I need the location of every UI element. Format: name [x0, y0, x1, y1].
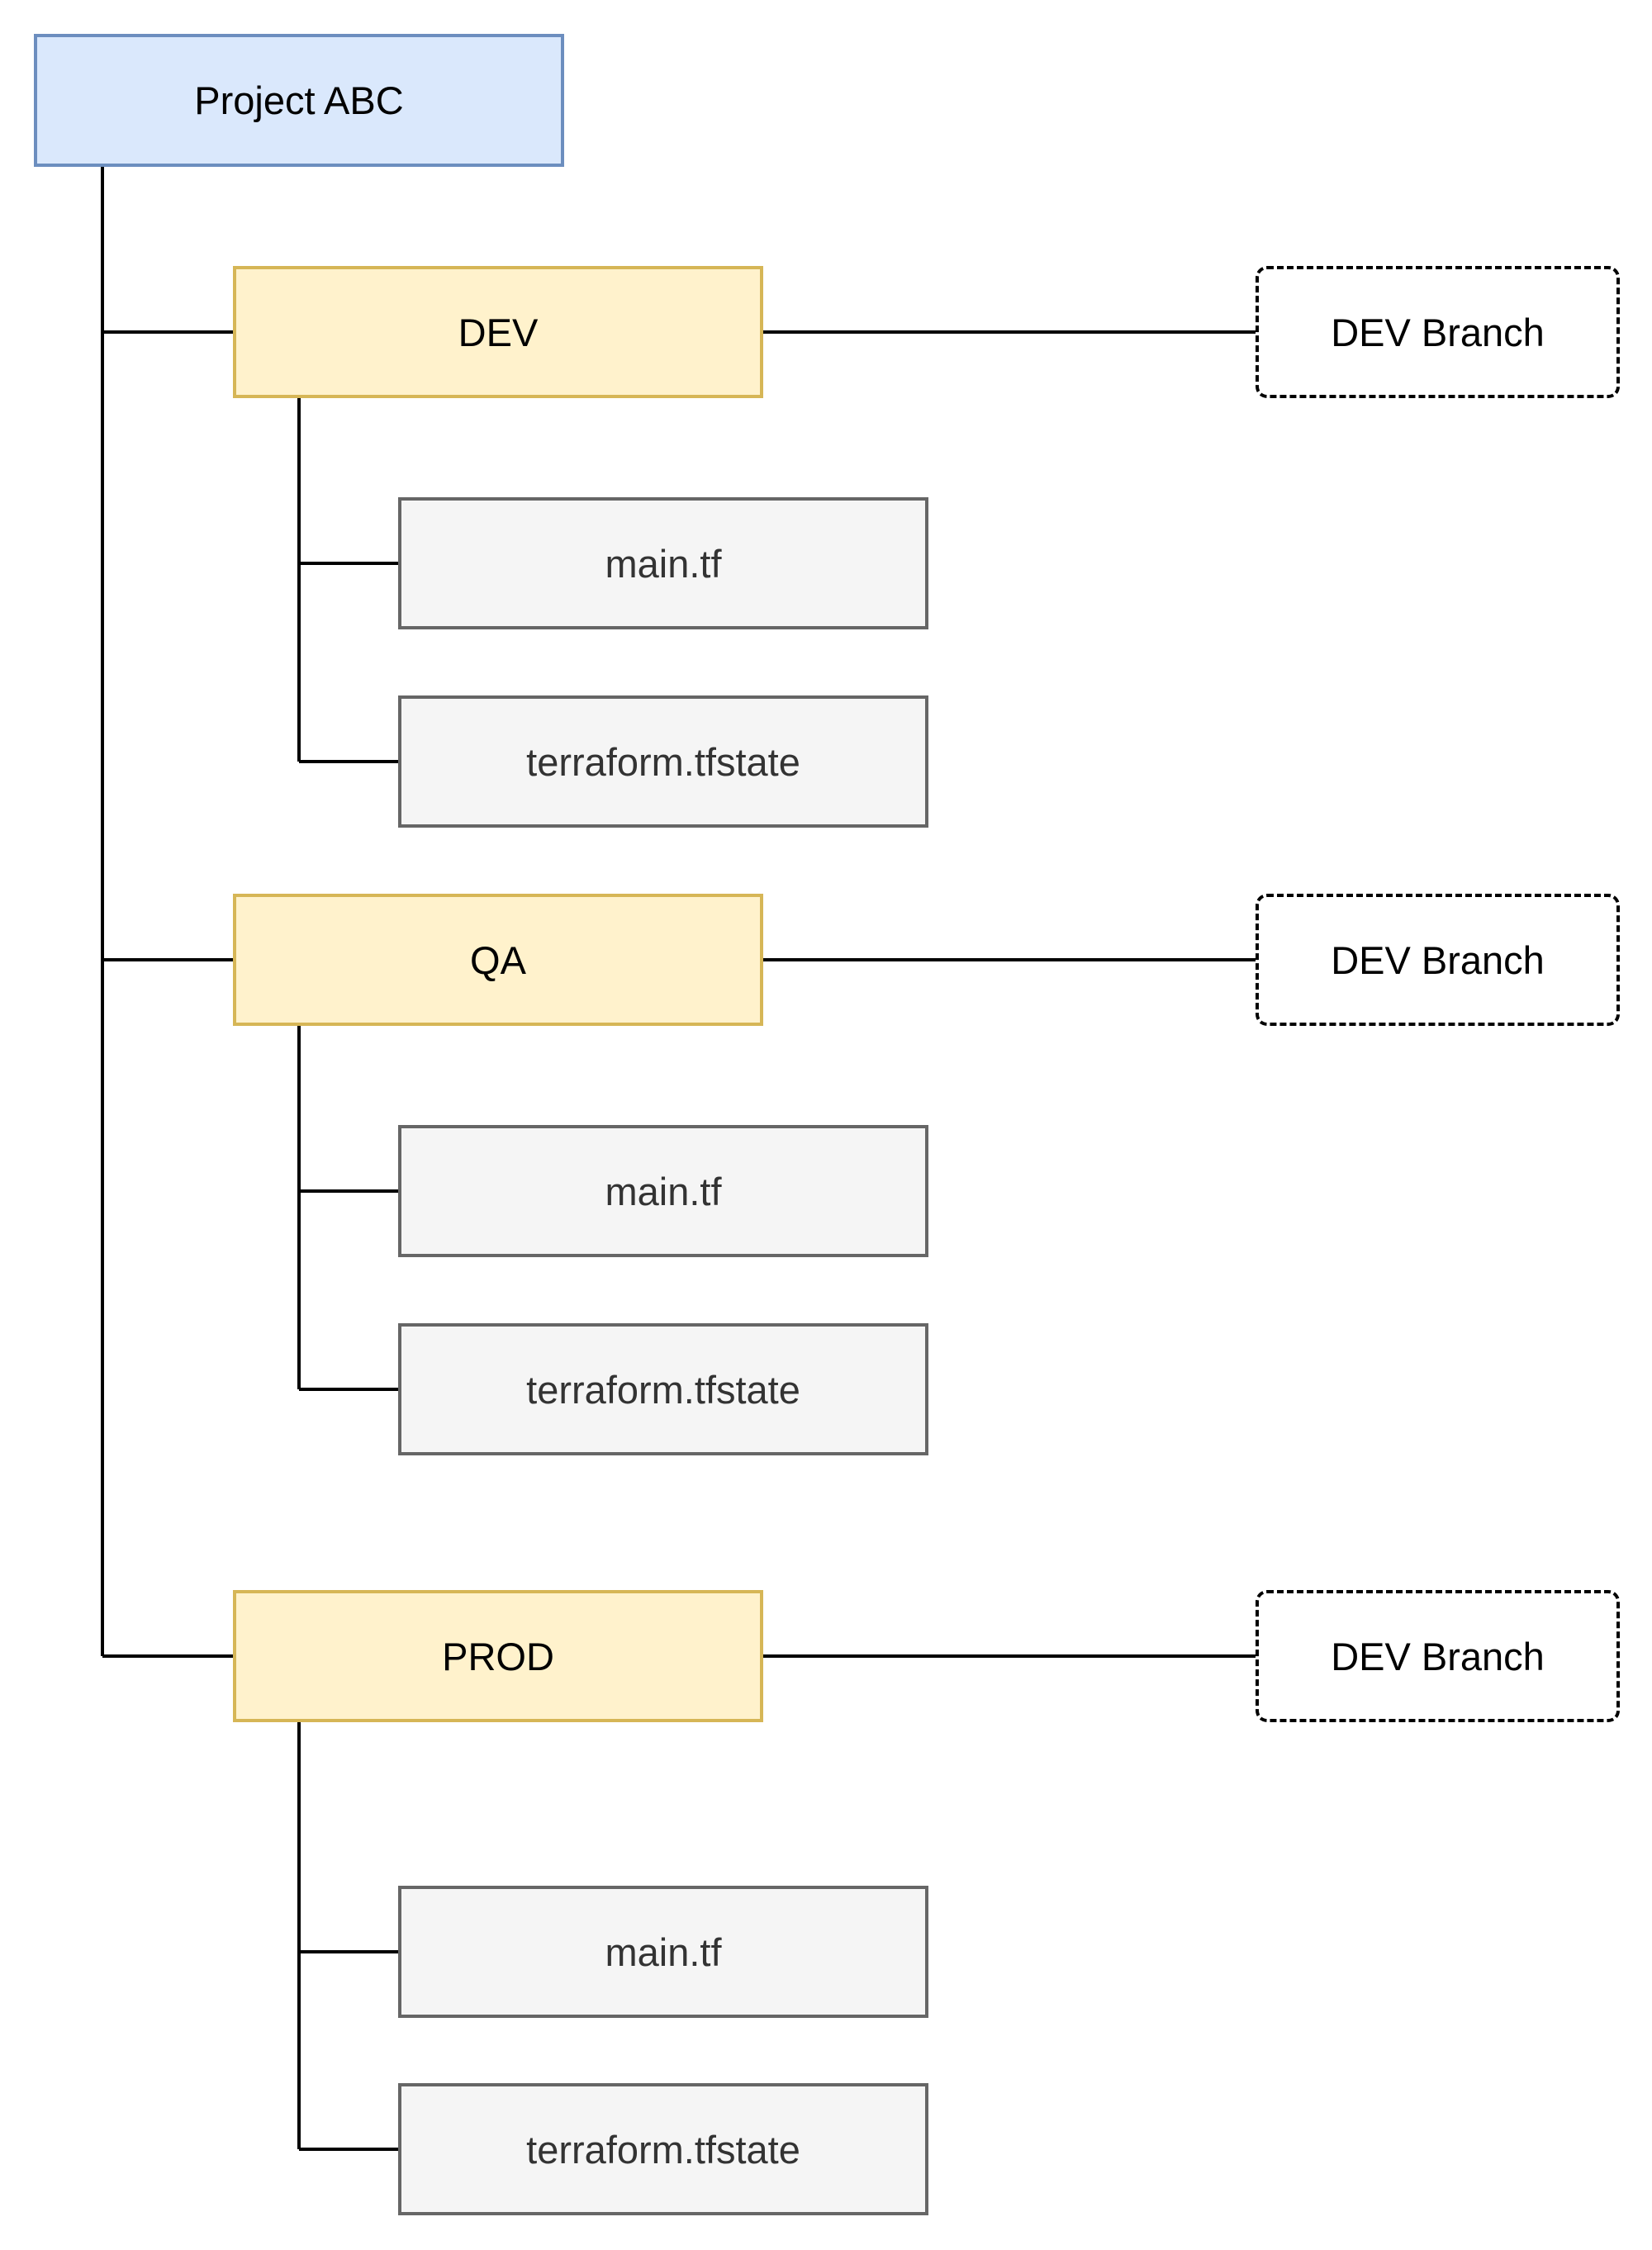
branch-node-qa[interactable]: DEV Branch	[1256, 894, 1620, 1026]
branch-node-dev[interactable]: DEV Branch	[1256, 266, 1620, 398]
project-root-node[interactable]: Project ABC	[34, 34, 564, 167]
file-node-dev-main[interactable]: main.tf	[398, 497, 928, 629]
file-node-dev-state[interactable]: terraform.tfstate	[398, 695, 928, 828]
file-label: main.tf	[605, 1930, 722, 1974]
file-node-qa-state[interactable]: terraform.tfstate	[398, 1323, 928, 1455]
file-label: terraform.tfstate	[526, 2127, 800, 2172]
file-node-qa-main[interactable]: main.tf	[398, 1125, 928, 1257]
env-label-qa: QA	[470, 938, 526, 982]
branch-label: DEV Branch	[1331, 1634, 1545, 1678]
env-label-dev: DEV	[458, 310, 539, 354]
env-label-prod: PROD	[442, 1634, 554, 1678]
file-label: main.tf	[605, 1169, 722, 1213]
branch-node-prod[interactable]: DEV Branch	[1256, 1590, 1620, 1722]
file-node-prod-state[interactable]: terraform.tfstate	[398, 2083, 928, 2215]
branch-label: DEV Branch	[1331, 310, 1545, 354]
project-root-label: Project ABC	[194, 78, 404, 122]
branch-label: DEV Branch	[1331, 938, 1545, 982]
file-node-prod-main[interactable]: main.tf	[398, 1886, 928, 2018]
file-label: terraform.tfstate	[526, 739, 800, 784]
env-node-prod[interactable]: PROD	[233, 1590, 763, 1722]
file-label: main.tf	[605, 541, 722, 586]
file-label: terraform.tfstate	[526, 1367, 800, 1412]
env-node-qa[interactable]: QA	[233, 894, 763, 1026]
env-node-dev[interactable]: DEV	[233, 266, 763, 398]
